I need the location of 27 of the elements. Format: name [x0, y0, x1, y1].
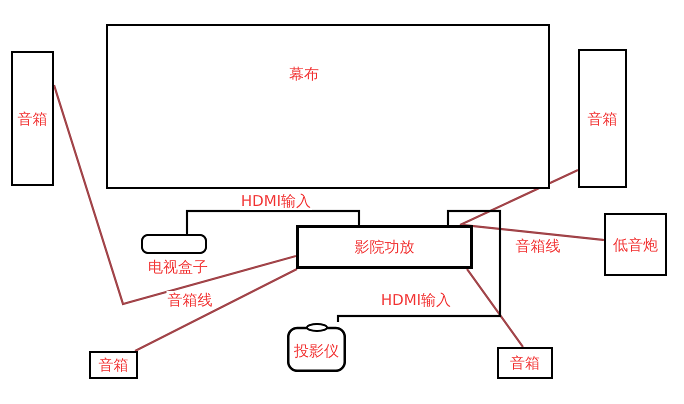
edge-label: 音箱线 — [514, 237, 562, 255]
edge-label: 音箱线 — [166, 291, 214, 309]
node-label: 投影仪 — [294, 342, 339, 360]
edge-label: HDMI输入 — [380, 291, 452, 309]
node-label: 电视盒子 — [148, 258, 208, 276]
cable-line — [134, 268, 298, 352]
cable-line — [462, 224, 604, 242]
speaker-box — [11, 51, 54, 186]
node-label: 低音炮 — [613, 236, 658, 254]
node-label: 音箱 — [98, 356, 128, 374]
speaker-box — [497, 347, 553, 379]
node-label: 音箱 — [510, 354, 540, 372]
cable-line — [336, 210, 502, 322]
node-label: 幕布 — [289, 65, 319, 83]
node-label: 影院功放 — [354, 238, 414, 256]
screen-box — [106, 24, 550, 189]
subwoofer-box — [604, 213, 667, 276]
node-label: 音箱 — [588, 110, 618, 128]
node-label: 音箱 — [18, 110, 48, 128]
cable-line — [186, 210, 360, 234]
edge-label: HDMI输入 — [240, 192, 312, 210]
amplifier-box — [296, 225, 473, 269]
speaker-box — [89, 351, 138, 379]
speaker-box — [578, 49, 627, 188]
cable-line — [460, 169, 578, 226]
cable-line — [52, 84, 296, 306]
cable-line — [466, 268, 524, 348]
